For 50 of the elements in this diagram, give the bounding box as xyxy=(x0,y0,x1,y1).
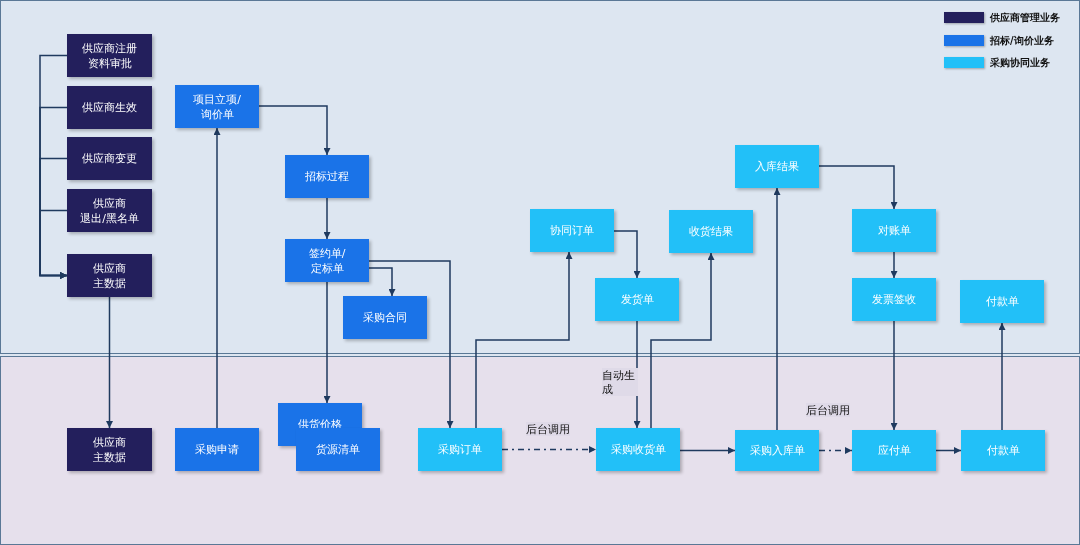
process-box: 采购入库单 xyxy=(735,430,819,471)
arrow xyxy=(650,252,715,429)
process-box: 发票签收 xyxy=(852,278,936,321)
arrow xyxy=(39,209,68,279)
process-box: 供应商主数据 xyxy=(67,428,152,471)
edge-label: 后台调用 xyxy=(806,403,850,417)
arrow xyxy=(679,447,736,454)
process-box: 货源清单 xyxy=(296,428,380,471)
arrow xyxy=(613,230,641,279)
arrow xyxy=(258,105,331,156)
legend-label: 招标/询价业务 xyxy=(990,34,1054,48)
edge-label: 自动生成 xyxy=(602,368,638,396)
arrow xyxy=(213,127,221,429)
arrow xyxy=(818,165,898,210)
process-box: 供应商注册资料审批 xyxy=(67,34,152,77)
process-box: 供应商生效 xyxy=(67,86,152,129)
process-box: 应付单 xyxy=(852,430,936,471)
process-box: 发货单 xyxy=(595,278,679,321)
arrow xyxy=(368,260,454,429)
arrow xyxy=(501,446,597,453)
process-box: 付款单 xyxy=(961,430,1045,471)
process-box: 采购订单 xyxy=(418,428,502,471)
arrow xyxy=(935,447,962,454)
process-box: 供应商主数据 xyxy=(67,254,152,297)
arrow xyxy=(773,187,781,431)
process-box: 采购申请 xyxy=(175,428,259,471)
process-box: 入库结果 xyxy=(735,145,819,188)
arrow xyxy=(323,281,331,404)
arrow xyxy=(106,296,113,429)
arrow xyxy=(998,322,1006,431)
legend-label: 供应商管理业务 xyxy=(990,11,1060,25)
process-box: 采购合同 xyxy=(343,296,427,339)
edge-label: 后台调用 xyxy=(526,422,570,436)
process-box: 付款单 xyxy=(960,280,1044,323)
process-box: 供应商退出/黑名单 xyxy=(67,189,152,232)
arrow xyxy=(323,197,331,240)
process-box: 对账单 xyxy=(852,209,936,252)
process-box: 收货结果 xyxy=(669,210,753,253)
arrow xyxy=(368,267,396,297)
process-box: 签约单/定标单 xyxy=(285,239,369,282)
arrow xyxy=(818,447,853,454)
process-box: 协同订单 xyxy=(530,209,614,252)
process-box: 供应商变更 xyxy=(67,137,152,180)
arrow xyxy=(475,251,573,429)
arrow xyxy=(890,320,898,431)
arrow xyxy=(890,251,898,279)
legend-label: 采购协同业务 xyxy=(990,56,1050,70)
process-box: 项目立项/询价单 xyxy=(175,85,259,128)
process-box: 采购收货单 xyxy=(596,428,680,471)
process-box: 招标过程 xyxy=(285,155,369,198)
